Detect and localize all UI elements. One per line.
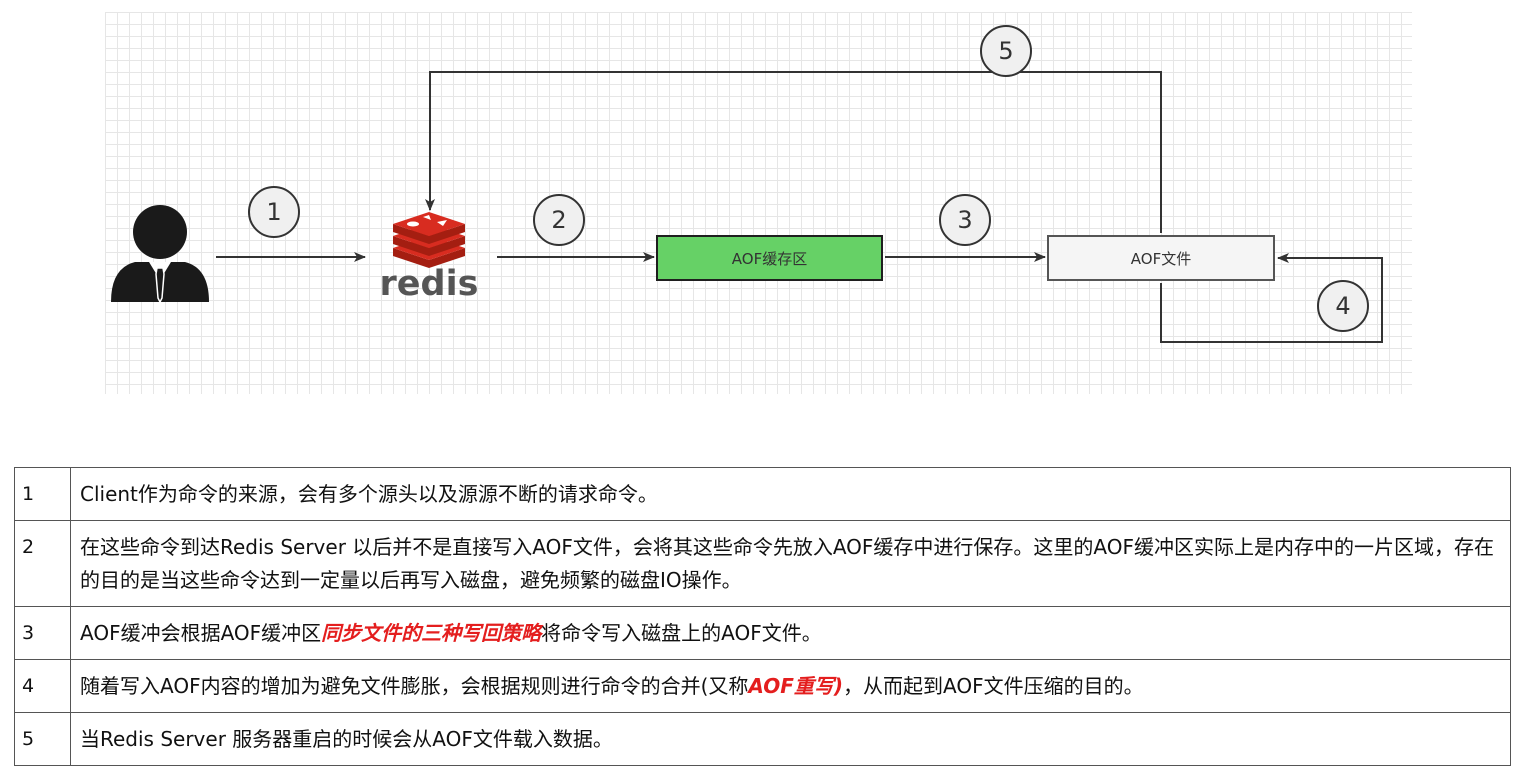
step-badge-4: 4	[1317, 280, 1369, 332]
row-text-highlight: AOF重写)	[748, 674, 844, 698]
table-row: 4 随着写入AOF内容的增加为避免文件膨胀，会根据规则进行命令的合并(又称AOF…	[14, 659, 1511, 713]
aof-buffer-label: AOF缓存区	[731, 249, 808, 268]
arrow-file-to-redis	[425, 71, 1162, 233]
row-text: AOF缓冲会根据AOF缓冲区同步文件的三种写回策略将命令写入磁盘上的AOF文件。	[70, 606, 1511, 660]
table-row: 3 AOF缓冲会根据AOF缓冲区同步文件的三种写回策略将命令写入磁盘上的AOF文…	[14, 606, 1511, 660]
table-row: 1 Client作为命令的来源，会有多个源头以及源源不断的请求命令。	[14, 467, 1511, 521]
row-number: 2	[14, 520, 71, 607]
redis-logo-icon	[393, 212, 465, 268]
step-badge-5: 5	[980, 25, 1032, 77]
row-text: 在这些命令到达Redis Server 以后并不是直接写入AOF文件，会将其这些…	[70, 520, 1511, 607]
row-text-after: 将命令写入磁盘上的AOF文件。	[541, 621, 822, 645]
row-number: 1	[14, 467, 71, 521]
step-badge-1: 1	[248, 186, 300, 238]
row-number: 3	[14, 606, 71, 660]
row-text: 随着写入AOF内容的增加为避免文件膨胀，会根据规则进行命令的合并(又称AOF重写…	[70, 659, 1511, 713]
row-number: 4	[14, 659, 71, 713]
row-text-highlight: 同步文件的三种写回策略	[321, 621, 542, 645]
connector-layer	[111, 71, 1383, 343]
row-text-after: ，从而起到AOF文件压缩的目的。	[843, 674, 1144, 698]
steps-table: 1 Client作为命令的来源，会有多个源头以及源源不断的请求命令。 2 在这些…	[14, 467, 1511, 766]
row-number: 5	[14, 712, 71, 766]
aof-file-box: AOF文件	[1047, 235, 1275, 281]
row-text-before: AOF缓冲会根据AOF缓冲区	[80, 621, 322, 645]
row-text-before: 随着写入AOF内容的增加为避免文件膨胀，会根据规则进行命令的合并(又称	[80, 674, 749, 698]
client-person-icon	[111, 205, 209, 304]
table-row: 2 在这些命令到达Redis Server 以后并不是直接写入AOF文件，会将其…	[14, 520, 1511, 607]
step-badge-2: 2	[533, 194, 585, 246]
step-badge-3: 3	[939, 194, 991, 246]
aof-file-label: AOF文件	[1130, 249, 1192, 268]
aof-buffer-box: AOF缓存区	[656, 235, 883, 281]
aof-flow-diagram: redis AOF缓存区 AOF文件 1 2 3 4 5	[105, 12, 1412, 394]
row-text: 当Redis Server 服务器重启的时候会从AOF文件载入数据。	[70, 712, 1511, 766]
redis-logo-text: redis	[379, 264, 479, 304]
table-row: 5 当Redis Server 服务器重启的时候会从AOF文件载入数据。	[14, 712, 1511, 766]
row-text: Client作为命令的来源，会有多个源头以及源源不断的请求命令。	[70, 467, 1511, 521]
arrow-file-rewrite-loop	[1160, 253, 1383, 343]
